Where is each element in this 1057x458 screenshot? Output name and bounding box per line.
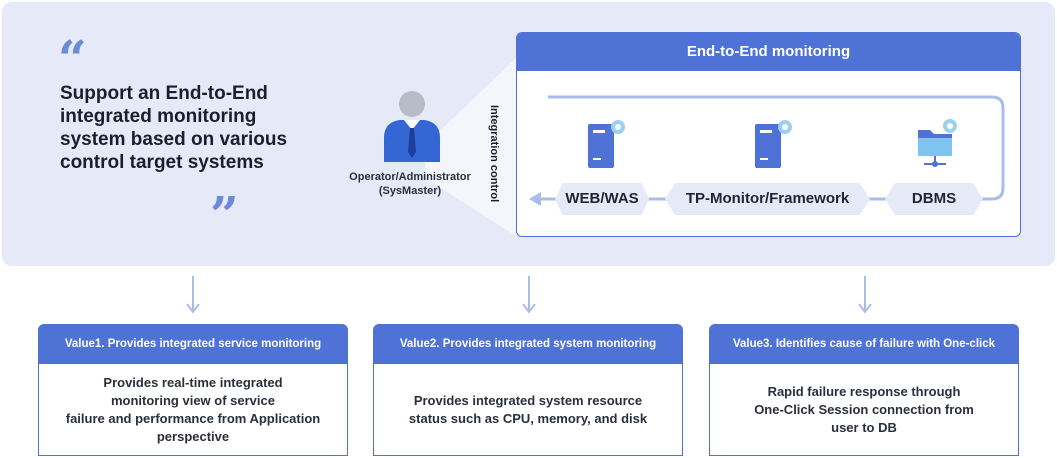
server-gear-icon	[755, 120, 792, 168]
value-card-line: One-Click Session connection from	[754, 401, 974, 417]
value-card-line: perspective	[156, 428, 230, 444]
value-card-line: failure and performance from Application	[65, 410, 321, 426]
value-card-1: Value1. Provides integrated service moni…	[38, 324, 348, 456]
value-card-title: Value2. Provides integrated system monit…	[373, 324, 683, 364]
value-card-line: user to DB	[831, 419, 897, 435]
operator-system: (SysMaster)	[378, 185, 442, 197]
integration-control-text: Integration control	[488, 105, 500, 203]
value-card-line: status such as CPU, memory, and disk	[408, 410, 648, 426]
close-quote-icon: ”	[210, 185, 239, 244]
value-card-title: Value3. Identifies cause of failure with…	[709, 324, 1019, 364]
e2e-panel-title: End-to-End monitoring	[517, 33, 1020, 71]
value-card-line: Rapid failure response through	[767, 383, 961, 399]
arrow-down-icon	[186, 276, 200, 314]
value-card-body: Provides real-time integrated monitoring…	[38, 364, 348, 456]
stage-dbms: DBMS	[885, 183, 983, 215]
value-card-body: Provides integrated system resource stat…	[373, 364, 683, 456]
arrow-down-icon	[522, 276, 536, 314]
value-card-3: Value3. Identifies cause of failure with…	[709, 324, 1019, 456]
arrow-down-icon	[858, 276, 872, 314]
value-card-title: Value1. Provides integrated service moni…	[38, 324, 348, 364]
value-card-line: Provides integrated system resource	[413, 392, 643, 408]
value-card-line: monitoring view of service	[110, 392, 275, 408]
value-card-2: Value2. Provides integrated system monit…	[373, 324, 683, 456]
server-gear-icon	[588, 120, 625, 168]
integration-control-label: Integration control	[481, 98, 507, 210]
stage-tp-monitor: TP-Monitor/Framework	[665, 183, 870, 215]
person-icon	[384, 91, 440, 162]
open-quote-icon: “	[58, 29, 87, 88]
headline-text: Support an End-to-End integrated monitor…	[60, 83, 288, 173]
folder-gear-icon	[918, 119, 957, 167]
operator-role: Operator/Administrator	[349, 171, 471, 183]
value-card-line: Provides real-time integrated	[103, 374, 283, 390]
operator-label: Operator/Administrator (SysMaster)	[330, 170, 490, 198]
value-card-body: Rapid failure response through One-Click…	[709, 364, 1019, 456]
stage-web-was: WEB/WAS	[555, 183, 649, 215]
